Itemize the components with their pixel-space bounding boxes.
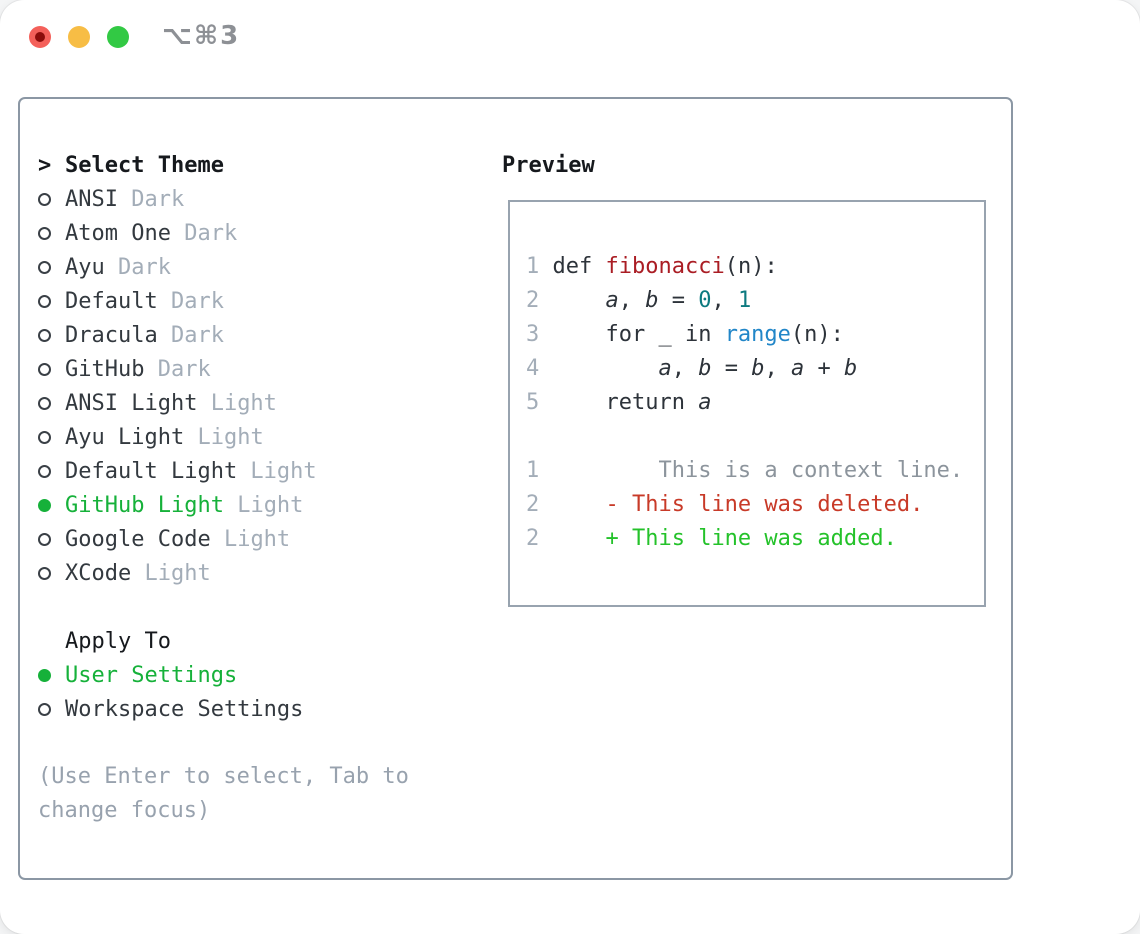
radio-icon: [38, 532, 51, 546]
theme-variant: Light: [184, 424, 264, 450]
theme-list-header: > Select Theme: [38, 148, 478, 182]
theme-variant: Dark: [117, 186, 185, 212]
spacer: [38, 590, 478, 624]
theme-option-github-light[interactable]: GitHub Light Light: [38, 488, 478, 522]
minimize-button[interactable]: [68, 26, 90, 48]
radio-selected-icon: [38, 498, 51, 512]
theme-name: Dracula: [65, 322, 158, 348]
theme-option-ayu[interactable]: Ayu Dark: [38, 250, 478, 284]
theme-variant: Light: [197, 390, 277, 416]
hint-text-line-2: change focus): [38, 798, 211, 823]
keyboard-shortcut-label: ⌥⌘3: [162, 21, 241, 51]
diff-line-deleted: 2 - This line was deleted.: [526, 492, 924, 517]
theme-option-ansi[interactable]: ANSI Dark: [38, 182, 478, 216]
radio-icon: [38, 260, 51, 274]
line-number: 1: [526, 458, 553, 483]
radio-icon: [38, 702, 51, 716]
theme-variant: Dark: [104, 254, 171, 280]
diff-line-context: 1 This is a context line.: [526, 458, 964, 483]
theme-name: Ayu Light: [65, 424, 185, 450]
theme-option-google-code[interactable]: Google Code Light: [38, 522, 478, 556]
radio-icon: [38, 464, 51, 478]
theme-option-atom-one[interactable]: Atom One Dark: [38, 216, 478, 250]
radio-icon: [38, 566, 51, 580]
theme-name: ANSI Light: [65, 390, 198, 416]
radio-icon: [38, 294, 51, 308]
theme-variant: Light: [131, 560, 211, 586]
code-line: 4 a, b = b, a + b: [526, 356, 858, 381]
radio-icon: [38, 362, 51, 376]
diff-preview: 1 This is a context line. 2 - This line w…: [526, 454, 984, 556]
zoom-button[interactable]: [107, 26, 129, 48]
theme-name: Default: [65, 288, 158, 314]
line-number: 2: [526, 288, 553, 313]
line-number: 5: [526, 390, 553, 415]
theme-option-dracula[interactable]: Dracula Dark: [38, 318, 478, 352]
theme-name: XCode: [65, 560, 132, 586]
radio-selected-icon: [38, 668, 51, 682]
preview-box: 1 def fibonacci(n): 2 a, b = 0, 1 3 for _ …: [508, 200, 986, 607]
theme-option-default-light[interactable]: Default Light Light: [38, 454, 478, 488]
preview-title: Preview: [502, 152, 595, 178]
theme-name: Ayu: [65, 254, 105, 280]
theme-option-github[interactable]: GitHub Dark: [38, 352, 478, 386]
line-number: 3: [526, 322, 553, 347]
theme-option-ansi-light[interactable]: ANSI Light Light: [38, 386, 478, 420]
code-line: 1 def fibonacci(n):: [526, 254, 778, 279]
theme-variant: Light: [237, 458, 317, 484]
spacer: [38, 726, 478, 760]
code-line: 3 for _ in range(n):: [526, 322, 844, 347]
apply-option-label: User Settings: [65, 662, 238, 688]
line-number: 4: [526, 356, 553, 381]
line-number: 2: [526, 492, 553, 517]
prompt-caret-icon: >: [38, 152, 52, 178]
apply-to-title: Apply To: [65, 628, 171, 654]
titlebar: ⌥⌘3: [0, 0, 1140, 74]
theme-name: ANSI: [65, 186, 118, 212]
theme-variant: Light: [210, 526, 291, 552]
apply-option-user-settings[interactable]: User Settings: [38, 658, 478, 692]
theme-option-ayu-light[interactable]: Ayu Light Light: [38, 420, 478, 454]
radio-icon: [38, 328, 51, 342]
theme-variant: Light: [223, 492, 304, 518]
line-number: 1: [526, 254, 553, 279]
close-button[interactable]: [29, 26, 51, 48]
code-line: 2 a, b = 0, 1: [526, 288, 752, 313]
theme-variant: Dark: [144, 356, 211, 382]
line-number: 2: [526, 526, 553, 551]
apply-option-label: Workspace Settings: [65, 696, 304, 722]
theme-name: GitHub Light: [65, 492, 224, 518]
theme-option-xcode[interactable]: XCode Light: [38, 556, 478, 590]
theme-variant: Dark: [157, 322, 224, 348]
radio-icon: [38, 192, 51, 206]
theme-variant: Dark: [157, 288, 224, 314]
code-line: 5 return a: [526, 390, 712, 415]
radio-icon: [38, 226, 51, 240]
theme-option-default[interactable]: Default Dark: [38, 284, 478, 318]
theme-name: Atom One: [65, 220, 171, 246]
apply-to-header: Apply To: [38, 624, 478, 658]
theme-name: Default Light: [65, 458, 238, 484]
radio-icon: [38, 430, 51, 444]
theme-name: GitHub: [65, 356, 145, 382]
diff-line-added: 2 + This line was added.: [526, 526, 897, 551]
apply-option-workspace-settings[interactable]: Workspace Settings: [38, 692, 478, 726]
theme-name: Google Code: [65, 526, 211, 552]
theme-variant: Dark: [170, 220, 238, 246]
hint-text-line-1: (Use Enter to select, Tab to: [38, 764, 409, 789]
blank-line: [526, 420, 984, 454]
code-preview: 1 def fibonacci(n): 2 a, b = 0, 1 3 for _ …: [526, 250, 984, 420]
theme-list-title: Select Theme: [65, 152, 224, 178]
radio-icon: [38, 396, 51, 410]
